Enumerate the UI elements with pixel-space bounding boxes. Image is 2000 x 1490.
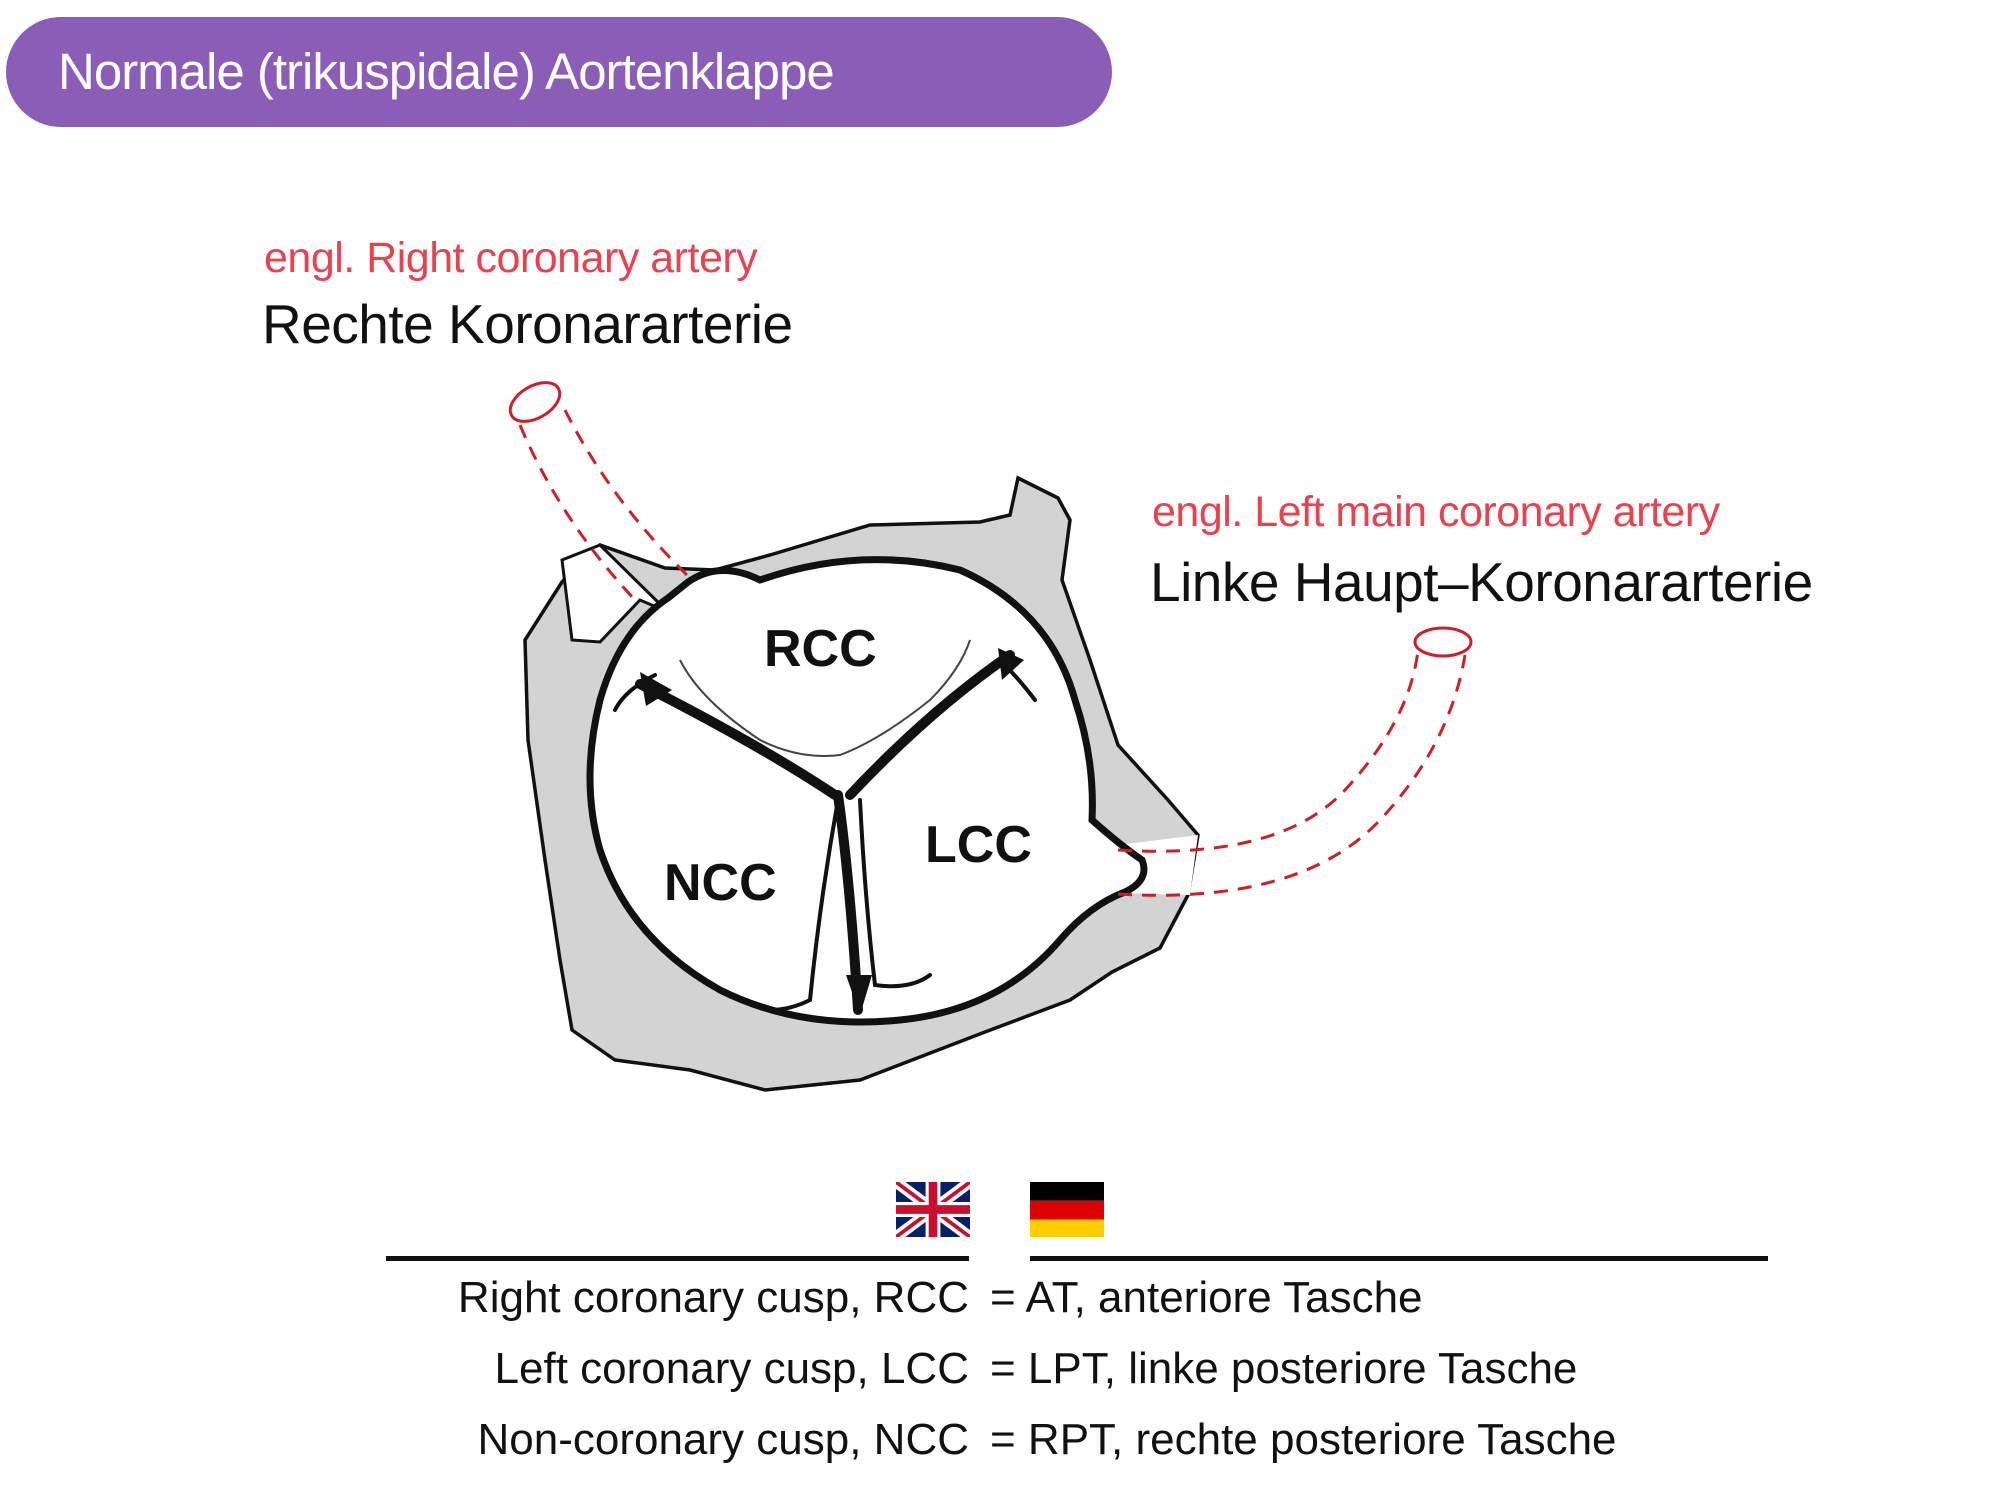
title-banner: Normale (trikuspidale) Aortenklappe [6, 17, 1112, 127]
commissure-nodule-bottom [846, 975, 872, 1015]
page-title: Normale (trikuspidale) Aortenklappe [58, 43, 835, 100]
lmca-english-label: engl. Left main coronary artery [1152, 488, 1720, 536]
rca-lower-edge [563, 409, 692, 580]
legend-german-term: = AT, anteriore Tasche [990, 1273, 1423, 1322]
legend-english-term: Left coronary cusp, LCC [494, 1344, 969, 1393]
legend-german-term: = LPT, linke posteriore Tasche [990, 1344, 1578, 1393]
right-coronary-artery-vessel [508, 381, 692, 602]
rcc-inner-line [679, 639, 971, 757]
lmca-german-label: Linke Haupt–Koronararterie [1150, 551, 1813, 613]
commissure-nodule-left [640, 672, 672, 706]
ncc-label: NCC [664, 854, 777, 912]
legend-english-term: Right coronary cusp, RCC [457, 1273, 969, 1322]
left-notch [560, 543, 670, 644]
lcc-label: LCC [925, 816, 1032, 874]
lmca-upper-edge [1117, 649, 1420, 853]
legend-rule-english [386, 1256, 969, 1261]
legend-rule-german [1030, 1256, 1768, 1261]
uk-flag-icon [896, 1182, 970, 1237]
rcc-label: RCC [764, 620, 877, 678]
legend-german-term: = RPT, rechte posteriore Tasche [990, 1415, 1617, 1464]
legend-english-term: Non-coronary cusp, NCC [477, 1415, 970, 1464]
lmca-ostium [1413, 626, 1473, 658]
rca-german-label: Rechte Koronararterie [262, 293, 793, 355]
commissure-nodule-right [998, 648, 1024, 680]
rca-english-label: engl. Right coronary artery [264, 234, 758, 282]
rca-ostium [508, 381, 562, 423]
lmca-lower-edge [1117, 654, 1467, 897]
rca-upper-edge [518, 424, 637, 602]
left-main-coronary-artery-vessel [1117, 626, 1473, 897]
germany-flag-icon [1030, 1182, 1104, 1237]
